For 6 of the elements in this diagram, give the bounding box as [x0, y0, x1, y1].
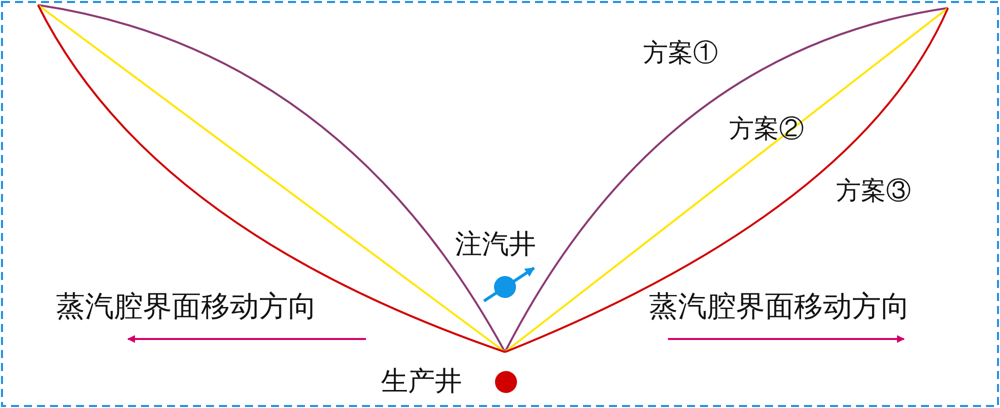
- well-label: 生产井: [381, 368, 462, 395]
- direction-label: 蒸汽腔界面移动方向: [56, 292, 317, 321]
- well-label: 注汽井: [455, 231, 536, 258]
- plan-label: 方案①: [643, 40, 718, 65]
- plan-label: 方案③: [836, 178, 911, 203]
- direction-label: 蒸汽腔界面移动方向: [649, 292, 910, 321]
